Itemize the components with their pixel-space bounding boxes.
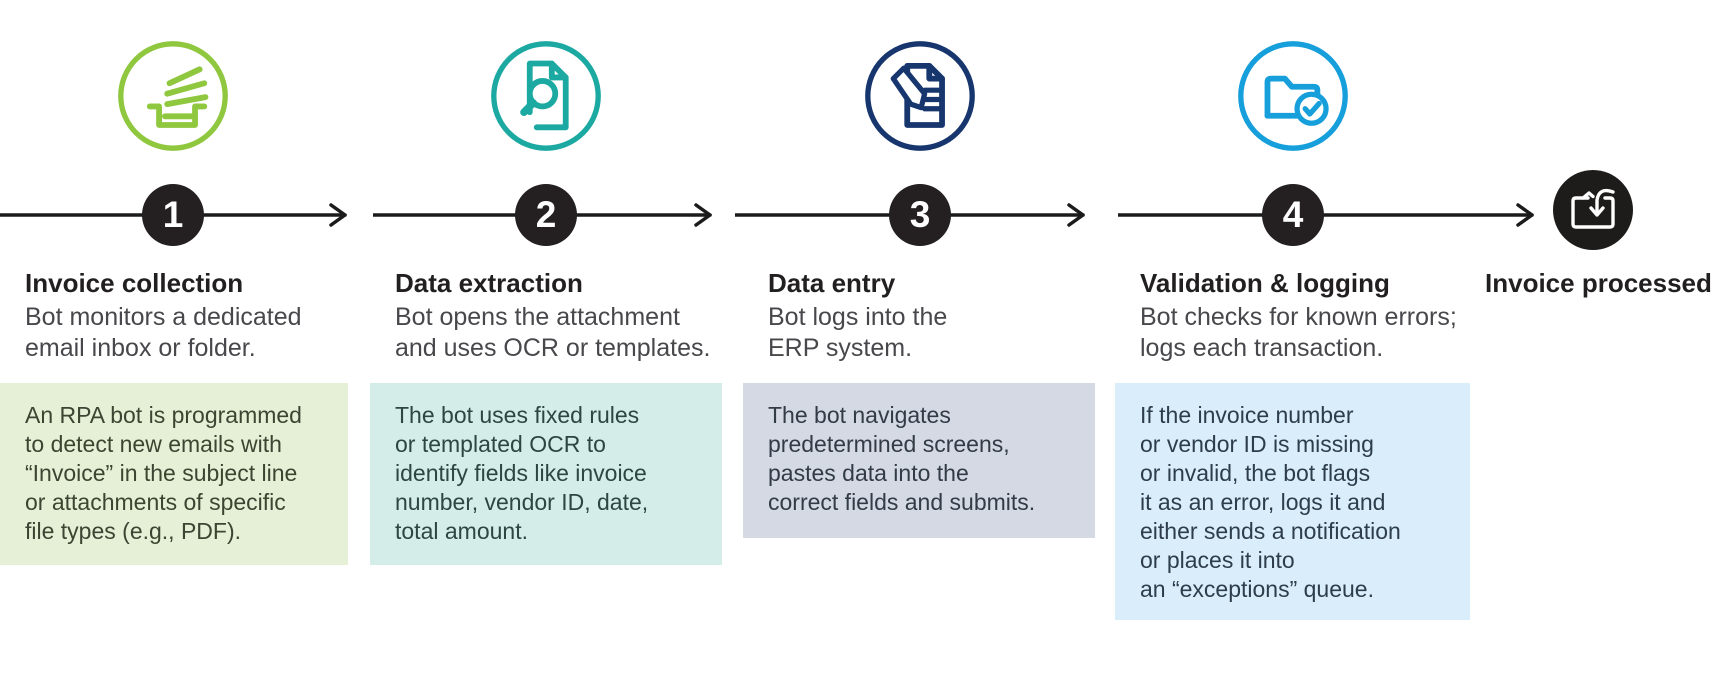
step-title: Validation & logging [1140,268,1390,298]
step-number-badge: 4 [1262,184,1324,246]
step-subtitle: Bot logs into the ERP system. [768,303,948,362]
step-number-badge: 3 [889,184,951,246]
step-2-text: Data extraction Bot opens the attachment… [395,267,747,363]
step-3-detail-box: The bot navigates predetermined screens,… [743,383,1095,538]
step-3-text: Data entry Bot logs into the ERP system. [768,267,1120,363]
step-number-badge: 2 [515,184,577,246]
step-title: Data extraction [395,268,583,298]
step-title: Data entry [768,268,896,298]
step-subtitle: Bot monitors a dedicated email inbox or … [25,303,302,362]
folder-check-icon [1238,41,1348,151]
document-pencil-icon [865,41,975,151]
final-step-label: Invoice processed [1485,268,1712,298]
step-4-text: Validation & logging Bot checks for know… [1140,267,1492,363]
arrow-segment-4 [1118,203,1534,227]
step-1-detail-box: An RPA bot is programmed to detect new e… [0,383,348,565]
step-subtitle: Bot checks for known errors; logs each t… [1140,303,1457,362]
step-4-detail-box: If the invoice number or vendor ID is mi… [1115,383,1470,620]
step-title: Invoice collection [25,268,244,298]
step-subtitle: Bot opens the attachment and uses OCR or… [395,303,711,362]
inbox-stack-icon [118,41,228,151]
step-2-detail-box: The bot uses fixed rules or templated OC… [370,383,722,565]
document-search-icon [491,41,601,151]
step-1-text: Invoice collection Bot monitors a dedica… [25,267,377,363]
folder-receive-icon [1553,170,1633,250]
step-number-badge: 1 [142,184,204,246]
